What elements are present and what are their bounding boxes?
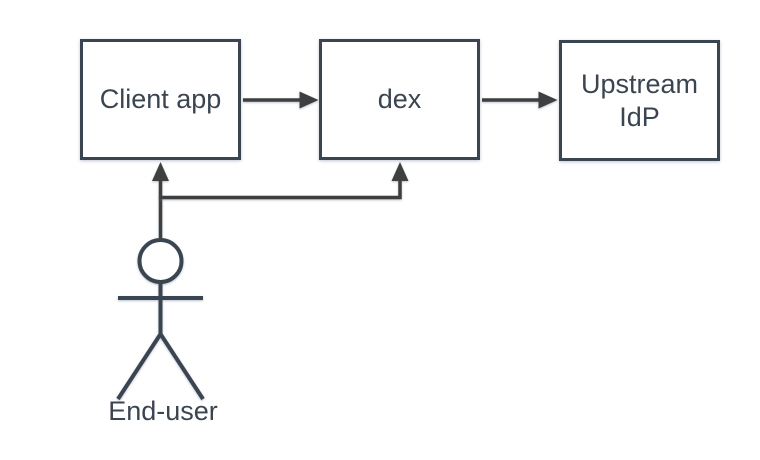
node-dex-label: dex (377, 84, 422, 114)
end-user-actor-figure (116, 238, 205, 401)
actor-head (137, 238, 184, 284)
node-upstream-idp-label: Upstream IdP (580, 68, 699, 132)
edge-dex-to-upstream-idp (482, 91, 558, 109)
node-upstream-idp: Upstream IdP (559, 40, 720, 161)
node-dex: dex (319, 39, 480, 160)
node-client-app-label: Client app (99, 84, 222, 114)
actor-legs (116, 330, 205, 401)
edge-end-user-to-client-app (152, 162, 169, 240)
edge-end-user-to-dex (159, 162, 409, 200)
node-client-app: Client app (80, 39, 241, 160)
edge-client-app-to-dex (243, 91, 319, 109)
end-user-label: End-user (108, 396, 218, 426)
